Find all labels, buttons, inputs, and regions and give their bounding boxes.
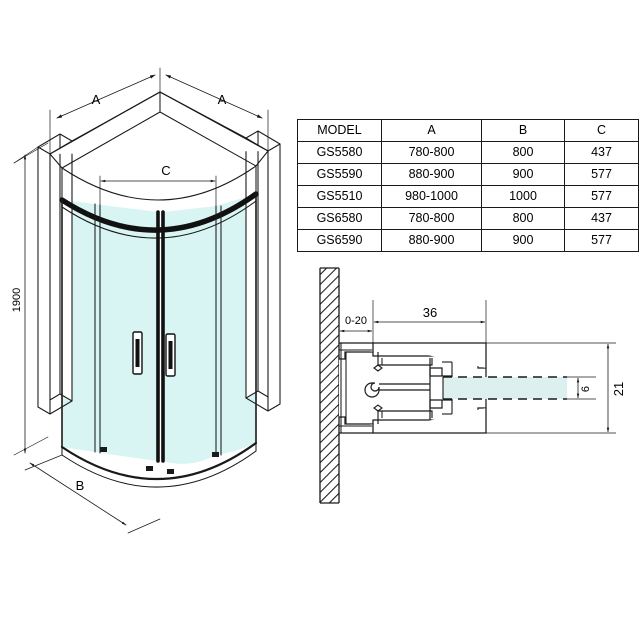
sliding-door-left-face bbox=[62, 200, 158, 461]
dimension-label-glass-thickness: 6 bbox=[580, 386, 592, 392]
cell-c: 577 bbox=[564, 185, 639, 208]
cell-a: 780-800 bbox=[381, 207, 482, 230]
profile-detail-view bbox=[319, 267, 616, 504]
cell-a: 880-900 bbox=[381, 229, 482, 252]
table-row: GS6590 880-900 900 577 bbox=[297, 229, 639, 252]
sliding-door-right bbox=[163, 206, 216, 464]
dimension-label-b: B bbox=[76, 478, 85, 493]
cell-model: GS5580 bbox=[297, 141, 382, 164]
cell-c: 577 bbox=[564, 229, 639, 252]
aluminium-wall-profile-extrusion bbox=[338, 342, 487, 434]
door-handle-left bbox=[132, 331, 143, 375]
cell-a: 980-1000 bbox=[381, 185, 482, 208]
dimension-label-profile-height: 21 bbox=[611, 382, 626, 396]
dimension-label-c: C bbox=[161, 163, 170, 178]
glass-panel-edges bbox=[61, 193, 257, 463]
table-row: GS5510 980-1000 1000 577 bbox=[297, 185, 639, 208]
dimension-label-a-right: A bbox=[218, 92, 227, 107]
cell-a: 880-900 bbox=[381, 163, 482, 186]
cell-c: 437 bbox=[564, 207, 639, 230]
glass-panel-dashed-extension bbox=[443, 376, 567, 400]
cell-model: GS5590 bbox=[297, 163, 382, 186]
cell-model: GS6580 bbox=[297, 207, 382, 230]
cell-b: 800 bbox=[481, 207, 565, 230]
dimension-a-left bbox=[49, 67, 161, 155]
dimension-a-right bbox=[165, 74, 269, 152]
profile-dimension-lines bbox=[486, 342, 616, 434]
table-row: GS5580 780-800 800 437 bbox=[297, 141, 639, 164]
dimension-label-a-left: A bbox=[92, 92, 101, 107]
cell-model: GS6590 bbox=[297, 229, 382, 252]
model-specification-table: MODEL A B C GS5580 780-800 800 437 GS559… bbox=[297, 119, 639, 252]
glass-panel-insert bbox=[442, 377, 567, 399]
bottom-roller-block bbox=[146, 466, 153, 471]
column-header-c: C bbox=[564, 119, 639, 142]
dimension-label-height: 1900 bbox=[11, 288, 23, 312]
dimension-height-1900 bbox=[13, 142, 49, 456]
column-header-b: B bbox=[481, 119, 565, 142]
dimension-b bbox=[24, 454, 161, 534]
dimension-36 bbox=[373, 300, 487, 343]
enclosure-isometric-view bbox=[13, 67, 281, 534]
dimension-0-20 bbox=[338, 300, 374, 343]
dimension-c bbox=[99, 175, 217, 216]
table-row: GS5590 880-900 900 577 bbox=[297, 163, 639, 186]
cell-b: 800 bbox=[481, 141, 565, 164]
left-wall-profile bbox=[37, 133, 73, 415]
table-header-row: MODEL A B C bbox=[297, 119, 639, 142]
cell-b: 900 bbox=[481, 229, 565, 252]
column-header-a: A bbox=[381, 119, 482, 142]
dimension-label-wall-gap: 0-20 bbox=[345, 315, 367, 327]
glass-fills bbox=[62, 194, 256, 464]
bottom-roller-block bbox=[100, 447, 107, 452]
door-handle-right bbox=[165, 333, 176, 377]
top-frame-arms bbox=[49, 91, 269, 169]
cell-c: 577 bbox=[564, 163, 639, 186]
cell-b: 1000 bbox=[481, 185, 565, 208]
cell-b: 900 bbox=[481, 163, 565, 186]
cell-c: 437 bbox=[564, 141, 639, 164]
hatched-wall bbox=[319, 267, 340, 504]
cell-a: 780-800 bbox=[381, 141, 482, 164]
cell-model: GS5510 bbox=[297, 185, 382, 208]
spec-table-container: MODEL A B C GS5580 780-800 800 437 GS559… bbox=[297, 119, 639, 252]
table-row: GS6580 780-800 800 437 bbox=[297, 207, 639, 230]
column-header-model: MODEL bbox=[297, 119, 382, 142]
right-wall-profile bbox=[245, 130, 281, 412]
dimension-label-profile-width: 36 bbox=[423, 305, 437, 320]
door-handles[interactable] bbox=[132, 331, 176, 377]
bottom-roller-block bbox=[167, 469, 174, 474]
